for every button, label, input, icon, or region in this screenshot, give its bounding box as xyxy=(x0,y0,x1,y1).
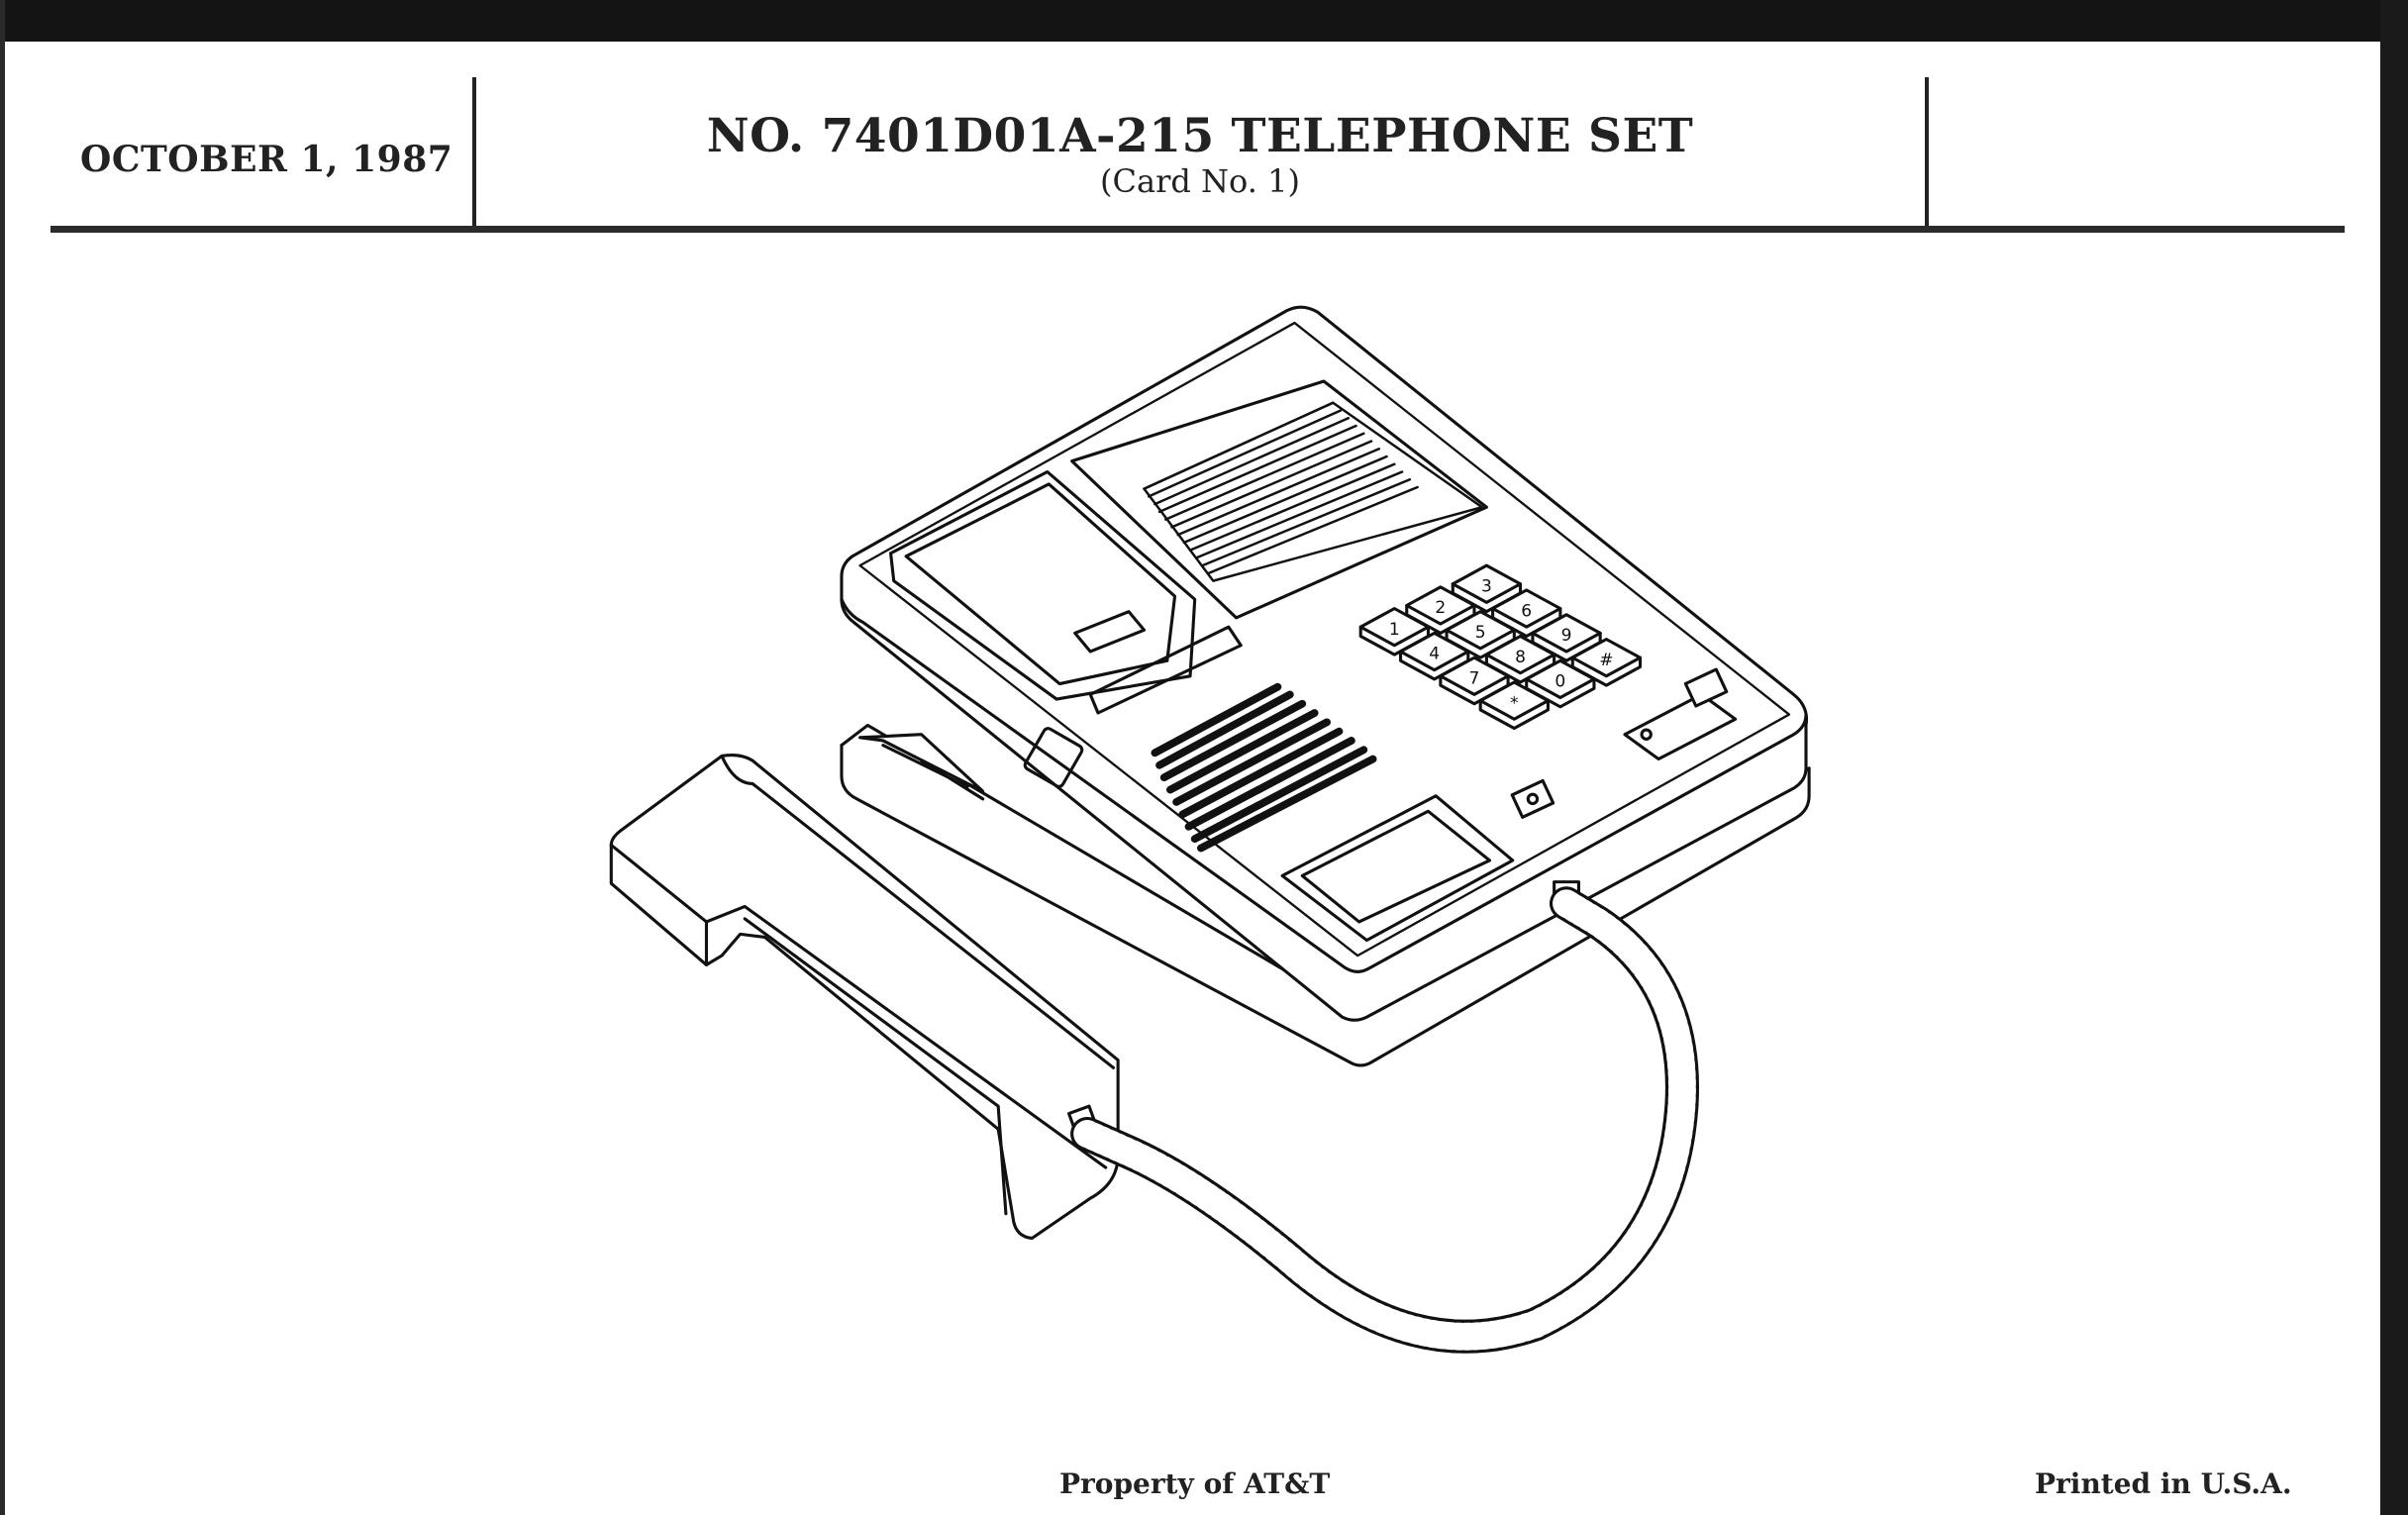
keypad-key: 0 xyxy=(1525,658,1596,709)
slide-switch xyxy=(1623,692,1738,761)
speaker-lower-slots xyxy=(1151,682,1377,853)
speaker-grille xyxy=(1070,379,1488,620)
keypad-key-label: 0 xyxy=(1555,672,1565,692)
header-divider-right xyxy=(1925,77,1929,230)
document-title: NO. 7401D01A-215 TELEPHONE SET xyxy=(706,109,1694,163)
header-rule xyxy=(50,226,2345,233)
speaker-grille-lines xyxy=(1143,401,1483,582)
phone-body xyxy=(840,305,1809,1022)
keypad-key: 4 xyxy=(1398,631,1470,681)
keypad-key: # xyxy=(1570,638,1643,687)
keypad-key-label: 8 xyxy=(1515,648,1526,667)
handset-cradle-rear xyxy=(889,469,1197,701)
keypad-key-label: * xyxy=(1510,693,1519,713)
document-subtitle: (Card No. 1) xyxy=(1100,162,1300,200)
footer-printed: Printed in U.S.A. xyxy=(2035,1467,2292,1500)
header-divider-left xyxy=(472,77,476,230)
keypad-key-label: 7 xyxy=(1469,669,1480,689)
keypad: 1 2 3 4 5 6 7 8 9 * 0 # xyxy=(1358,563,1643,731)
side-switch xyxy=(1023,727,1084,788)
document-date: OCTOBER 1, 1987 xyxy=(80,139,453,180)
scan-top-border xyxy=(0,0,2408,42)
scan-left-border xyxy=(0,0,5,1515)
keypad-key-label: 2 xyxy=(1435,598,1446,618)
keypad-key-label: 1 xyxy=(1389,620,1400,640)
keypad-key-label: 6 xyxy=(1521,601,1532,621)
keypad-key-label: # xyxy=(1599,651,1613,670)
footer-property: Property of AT&T xyxy=(1059,1467,1331,1500)
scan-right-border xyxy=(2380,0,2408,1515)
keypad-key-label: 4 xyxy=(1429,645,1440,664)
keypad-key: * xyxy=(1478,680,1550,731)
small-button xyxy=(1510,778,1555,819)
keypad-key-label: 3 xyxy=(1481,576,1492,596)
keypad-key-label: 5 xyxy=(1475,623,1486,643)
coiled-cord xyxy=(1070,886,1700,1354)
keypad-key-label: 9 xyxy=(1561,626,1572,646)
